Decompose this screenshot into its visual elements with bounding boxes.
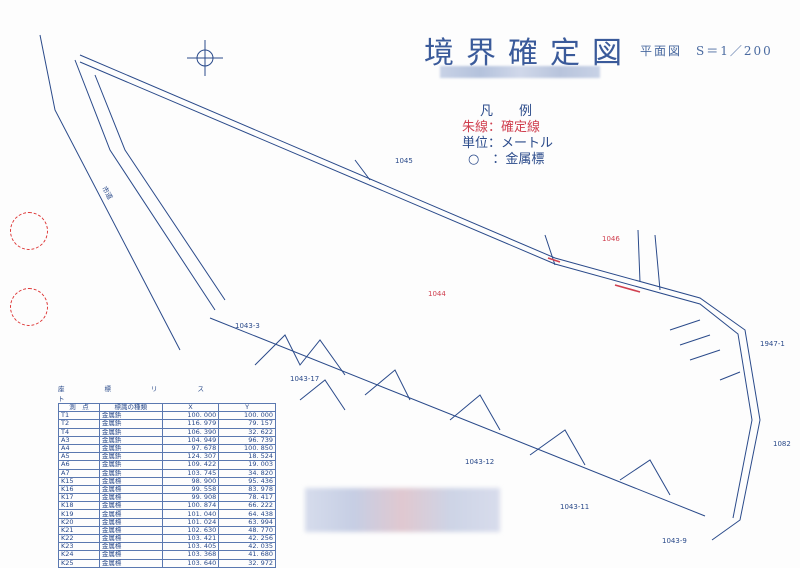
table-cell: 116. 979 [161,419,220,429]
boundary-top-inner [79,61,753,519]
parcel-label: 1046 [602,235,620,243]
table-caption: 座標リスト [58,385,244,403]
parcel-label: 1044 [428,290,446,298]
parcel-label: 1043-17 [290,375,320,383]
table-cell: T2 [58,419,100,429]
table-cell: A7 [58,468,100,478]
table-cell: 金属標 [98,550,163,560]
table-cell: 79. 157 [218,419,276,429]
boundary-top [79,54,761,541]
legend: 凡 例 朱線：確定線 単位：メートル ○ ：金属標 [462,104,553,168]
table-cell: 103. 368 [161,550,220,560]
table-cell: K18 [58,501,100,511]
table-cell: 101. 040 [161,509,220,519]
table-cell: 32. 972 [218,558,276,568]
table-cell: 金属標 [98,509,163,519]
seal-stamp [10,288,48,326]
parcel-label: 1043-9 [662,537,687,545]
table-cell: 66. 222 [218,501,276,511]
table-cell: K25 [58,558,100,568]
redacted-address [440,66,600,78]
scale-label: 平面図 S＝1／200 [640,44,773,58]
road-left3 [94,74,226,301]
table-cell: 103. 745 [161,468,220,478]
table-cell: 19. 003 [218,460,276,470]
legend-red-line: 朱線：確定線 [462,120,541,135]
confirmed-line [547,257,641,293]
table-cell: 34. 820 [218,468,276,478]
table-cell: 金属鋲 [98,419,163,429]
table-cell: 109. 422 [161,460,220,470]
table-cell: 64. 438 [218,509,276,519]
table-cell: 100. 874 [161,501,220,511]
parcel-label: 1082 [773,440,791,448]
table-cell: K19 [58,509,100,519]
table-cell: K24 [58,550,100,560]
page-title: 境界確定図 [424,36,634,71]
road-left [39,34,181,351]
seal-stamp [10,212,48,250]
table-cell: 103. 640 [161,558,220,568]
parcel-label: 1947-1 [760,340,785,348]
table-cell: 金属標 [98,558,163,568]
table-cell: 金属鋲 [98,468,163,478]
redacted-info [305,488,500,532]
table-cell: A6 [58,460,100,470]
parcel-label: 1043-12 [465,458,495,466]
parcel-label: 1043-11 [560,503,590,511]
slope-marks [254,334,671,496]
boundary-bottom [209,317,706,517]
legend-heading: 凡 例 [480,104,533,119]
road-left2 [74,59,216,311]
legend-unit: 単位：メートル [462,136,554,151]
table-cell: 金属標 [98,501,163,511]
table-cell: 金属鋲 [98,460,163,470]
parcel-label: 1043-3 [235,322,260,330]
legend-marker: ○ ：金属標 [468,152,545,167]
parcel-label: 1045 [395,157,413,165]
table-cell: 41. 680 [218,550,276,560]
